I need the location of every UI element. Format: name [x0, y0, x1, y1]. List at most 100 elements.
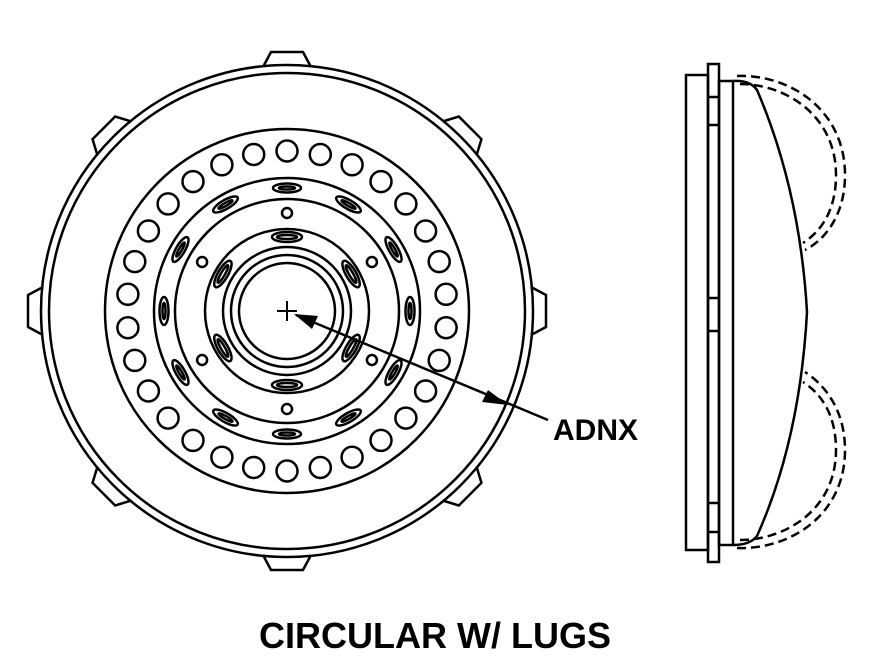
callout-label: ADNX — [553, 414, 638, 447]
slot-outline — [334, 408, 363, 427]
lug — [530, 285, 548, 337]
bolt-hole — [241, 142, 266, 167]
lug — [91, 466, 132, 507]
bolt-hole — [181, 169, 205, 194]
slot-outline — [404, 295, 416, 327]
outer-slot — [158, 295, 170, 327]
lug — [91, 115, 132, 156]
slot-outline — [384, 358, 403, 387]
bolt-hole — [413, 379, 438, 403]
slot-inner — [388, 241, 399, 258]
slot-inner — [277, 185, 297, 191]
slot-inner — [217, 412, 234, 423]
inner-slot — [270, 230, 304, 244]
bolt-hole — [210, 445, 234, 469]
bolt-hole — [136, 379, 161, 403]
bolt-hole — [275, 139, 299, 163]
bolt-hole — [340, 445, 364, 469]
lug-outline-upper-1 — [736, 74, 847, 252]
bolt-hole — [116, 315, 140, 340]
outer-rim — [39, 63, 535, 559]
arrowhead-rim — [482, 390, 508, 405]
bolt-hole — [241, 455, 266, 480]
slot-ring-inner — [173, 197, 401, 425]
small-hole — [280, 402, 294, 416]
slot-inner — [275, 381, 299, 389]
slot-outline — [334, 195, 363, 214]
bolt-hole — [413, 219, 438, 243]
flange — [706, 62, 721, 564]
bolt-hole — [210, 153, 234, 177]
slot-inner — [175, 364, 186, 381]
inner-slot — [270, 378, 304, 392]
bolt-hole — [434, 282, 458, 307]
slot-outline — [171, 358, 190, 387]
small-hole — [195, 353, 209, 367]
bolt-hole — [181, 428, 205, 453]
flange-ticks — [708, 95, 719, 534]
bolt-hole — [434, 315, 458, 340]
bolt-hole — [369, 169, 393, 194]
outer-slot — [271, 182, 303, 194]
bolt-hole — [123, 249, 147, 274]
collar — [717, 79, 735, 547]
hub-inner — [237, 261, 337, 361]
bolt-hole — [275, 459, 299, 483]
outer-slot — [334, 408, 363, 427]
lug — [442, 115, 483, 156]
outer-slot — [384, 235, 403, 264]
side-view — [684, 62, 847, 564]
lugs — [26, 50, 548, 572]
caption: CIRCULAR W/ LUGS — [259, 615, 611, 656]
small-hole — [365, 353, 379, 367]
slot-outline — [213, 259, 233, 289]
inner-ring-outer — [203, 227, 371, 395]
slot-inner — [175, 241, 186, 258]
outer-slot — [171, 235, 190, 264]
slots — [158, 182, 416, 440]
bolt-hole — [340, 153, 364, 177]
bolt-hole — [394, 406, 418, 430]
slot-outline — [171, 235, 190, 264]
slot-inner — [340, 199, 357, 210]
slot-inner — [217, 199, 234, 210]
bolt-hole — [136, 219, 161, 243]
lug — [26, 285, 44, 337]
outer-slot — [334, 195, 363, 214]
slot-inner — [407, 301, 413, 321]
base-plate — [684, 73, 710, 552]
bolt-hole — [427, 249, 451, 274]
small-hole — [280, 206, 294, 220]
lug — [442, 466, 483, 507]
slot-inner — [161, 301, 167, 321]
slot-outline — [341, 259, 361, 289]
bolt-hole — [427, 348, 451, 373]
bolt-hole — [116, 282, 140, 307]
outer-slot — [384, 358, 403, 387]
slot-outline — [211, 195, 240, 214]
slot-outline — [270, 230, 304, 244]
outer-slot — [211, 408, 240, 427]
leader-line — [295, 313, 549, 422]
bolt-hole — [369, 428, 393, 453]
lug — [261, 554, 313, 572]
slot-outline — [211, 408, 240, 427]
slot-outline — [341, 333, 361, 363]
slot-inner — [388, 364, 399, 381]
hole-ring-outer — [103, 127, 471, 495]
slot-outline — [271, 428, 303, 440]
hub-outer — [229, 253, 345, 369]
bolt-hole — [308, 455, 333, 480]
outer-slot — [404, 295, 416, 327]
inner-rim — [47, 71, 527, 551]
slot-ring-outer — [152, 176, 422, 446]
lug-outline-lower-1 — [736, 370, 847, 550]
bolt-holes — [116, 139, 458, 483]
front-view — [26, 50, 548, 572]
slot-inner — [216, 264, 230, 284]
bolt-hole — [156, 406, 180, 430]
inner-ring-inner — [221, 245, 353, 377]
bolt-hole — [394, 192, 418, 216]
lug-outline-lower-2 — [739, 380, 838, 542]
